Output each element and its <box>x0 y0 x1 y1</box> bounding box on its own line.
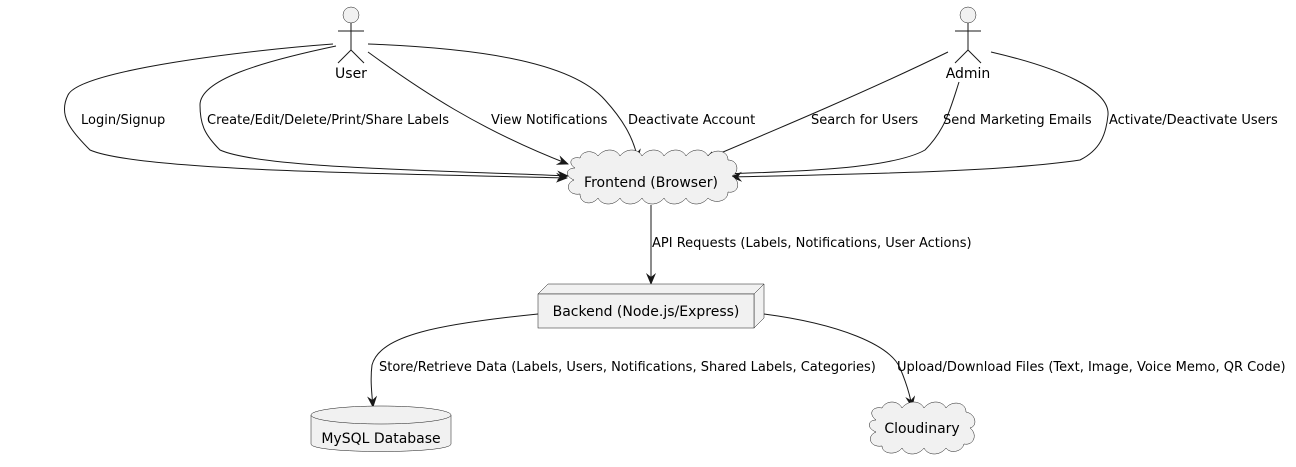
node-frontend[interactable]: Frontend (Browser) <box>567 149 739 205</box>
edge-login-signup-label: Login/Signup <box>81 113 165 128</box>
edge-marketing-emails[interactable]: Send Marketing Emails <box>719 81 1092 179</box>
actor-admin-head <box>959 6 977 24</box>
frontend-cloud-shape <box>567 149 739 205</box>
node-database[interactable]: MySQL Database <box>310 405 452 452</box>
actor-admin-right-leg <box>967 49 982 64</box>
edge-activate-users-label: Activate/Deactivate Users <box>1109 113 1278 128</box>
actor-user-right-leg <box>350 49 365 64</box>
edge-upload-download[interactable]: Upload/Download Files (Text, Image, Voic… <box>763 313 1286 408</box>
edge-login-signup-line <box>63 43 568 183</box>
edge-manage-labels-label: Create/Edit/Delete/Print/Share Labels <box>207 113 449 128</box>
database-cylinder-top <box>310 405 452 425</box>
actor-user[interactable]: User <box>335 6 367 82</box>
actor-admin-label: Admin <box>946 66 991 82</box>
actor-user-head <box>342 6 360 24</box>
edge-store-retrieve[interactable]: Store/Retrieve Data (Labels, Users, Noti… <box>367 313 876 408</box>
database-label: MySQL Database <box>321 431 440 447</box>
backend-label: Backend (Node.js/Express) <box>553 304 740 320</box>
edge-deactivate-account[interactable]: Deactivate Account <box>367 43 755 161</box>
edge-view-notifications[interactable]: View Notifications <box>367 51 608 165</box>
cloudinary-label: Cloudinary <box>884 421 959 437</box>
edge-marketing-emails-line <box>719 81 960 179</box>
edge-view-notifications-label: View Notifications <box>491 113 608 128</box>
edge-store-retrieve-label: Store/Retrieve Data (Labels, Users, Noti… <box>379 360 876 375</box>
edge-manage-labels[interactable]: Create/Edit/Delete/Print/Share Labels <box>199 45 569 181</box>
actor-user-left-leg <box>337 49 352 64</box>
actor-admin-left-leg <box>954 49 969 64</box>
cloudinary-cloud-shape <box>869 401 976 455</box>
edge-view-notifications-line <box>367 51 569 165</box>
actor-user-label: User <box>335 66 367 82</box>
edge-store-retrieve-line <box>367 313 539 408</box>
edge-activate-users-line <box>730 51 1109 182</box>
backend-box-front <box>537 293 755 329</box>
edge-activate-users[interactable]: Activate/Deactivate Users <box>730 51 1278 182</box>
edge-upload-download-line <box>763 313 916 408</box>
edge-deactivate-account-line <box>367 43 641 161</box>
actor-admin[interactable]: Admin <box>946 6 991 82</box>
backend-box-top <box>537 283 765 295</box>
edge-upload-download-label: Upload/Download Files (Text, Image, Voic… <box>897 360 1286 375</box>
edge-search-users[interactable]: Search for Users <box>703 51 949 161</box>
edge-search-users-line <box>703 51 949 161</box>
edge-deactivate-account-label: Deactivate Account <box>628 113 755 128</box>
edge-marketing-emails-label: Send Marketing Emails <box>943 113 1092 128</box>
edge-manage-labels-line <box>199 45 569 181</box>
edge-api-requests-label: API Requests (Labels, Notifications, Use… <box>652 236 972 251</box>
edge-search-users-label: Search for Users <box>811 113 918 128</box>
node-backend[interactable]: Backend (Node.js/Express) <box>537 283 765 329</box>
node-cloudinary[interactable]: Cloudinary <box>869 401 976 455</box>
edge-api-requests[interactable]: API Requests (Labels, Notifications, Use… <box>646 205 972 285</box>
edge-login-signup[interactable]: Login/Signup <box>63 43 568 183</box>
frontend-label: Frontend (Browser) <box>584 175 718 191</box>
database-cylinder-body <box>310 414 452 452</box>
